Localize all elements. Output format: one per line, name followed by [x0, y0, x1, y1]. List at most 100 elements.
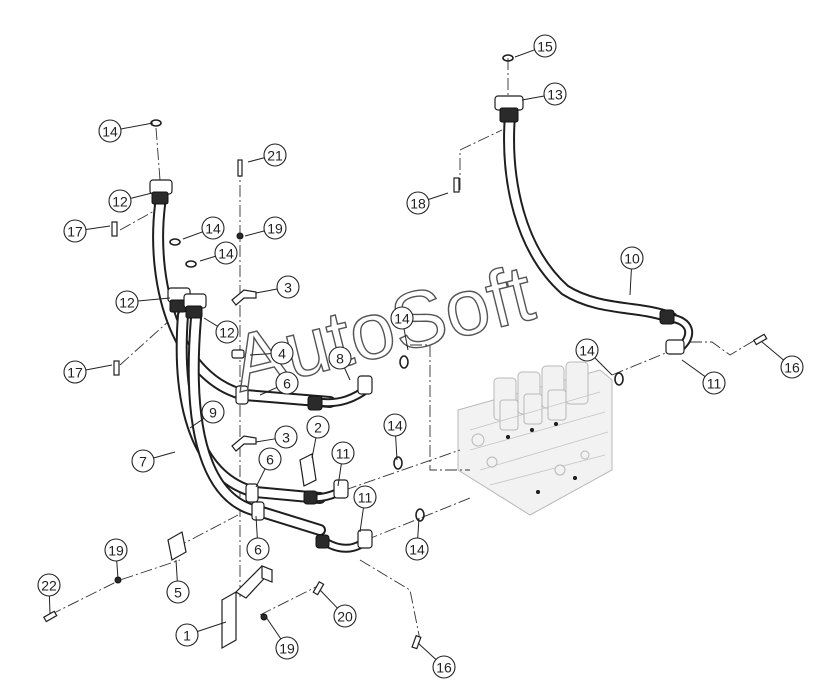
callout-4: 4 — [249, 341, 294, 365]
callout-balloon — [115, 290, 139, 314]
callout-number: 20 — [337, 609, 353, 625]
callout-balloon — [575, 338, 599, 362]
callout-number: 22 — [41, 578, 57, 594]
callout-leader-line — [153, 451, 176, 459]
callout-17: 17 — [63, 360, 113, 384]
callout-balloon — [331, 441, 355, 465]
callout-17: 17 — [63, 219, 111, 243]
callout-balloon — [215, 320, 239, 344]
o-rings — [150, 54, 624, 522]
callout-balloon — [328, 346, 352, 370]
callout-balloon — [263, 216, 287, 240]
callout-balloon — [306, 415, 330, 439]
callout-number: 7 — [139, 454, 147, 470]
callout-balloon — [275, 636, 299, 660]
callout-14: 14 — [405, 517, 429, 561]
callout-balloon — [201, 216, 225, 240]
callout-number: 16 — [436, 660, 452, 676]
callout-12: 12 — [115, 290, 171, 314]
clamps — [167, 289, 317, 561]
callout-number: 12 — [112, 194, 128, 210]
callout-leader-line — [255, 468, 266, 488]
callout-leader-line — [629, 268, 632, 296]
callout-18: 18 — [406, 191, 449, 215]
callout-14: 14 — [199, 241, 238, 265]
callout-leader-line — [761, 341, 784, 361]
callout-11: 11 — [353, 485, 377, 533]
callout-11: 11 — [331, 441, 355, 487]
callout-leader-line — [199, 255, 216, 262]
callout-15: 15 — [514, 34, 557, 58]
callout-leader-line — [255, 515, 258, 539]
callout-number: 3 — [284, 280, 292, 296]
callout-leader-line — [311, 437, 317, 459]
tube-fittings — [303, 309, 694, 553]
callout-number: 19 — [279, 641, 295, 657]
callout-leader-line — [48, 595, 51, 615]
callout-leader-line — [255, 288, 278, 294]
assembly-center-lines — [49, 58, 761, 641]
callout-number: 14 — [394, 311, 410, 327]
callout-number: 14 — [387, 418, 403, 434]
callout-16: 16 — [761, 341, 804, 379]
callout-19: 19 — [265, 616, 299, 660]
callout-leader-line — [175, 559, 178, 582]
callout-19: 19 — [104, 538, 128, 580]
callout-balloon — [390, 306, 414, 330]
callout-number: 14 — [102, 124, 118, 140]
callout-number: 9 — [209, 405, 217, 421]
callout-balloon — [63, 219, 87, 243]
callout-number: 13 — [547, 87, 563, 103]
callout-leader-line — [344, 367, 351, 381]
callout-leader-line — [395, 435, 398, 461]
callout-balloon — [543, 82, 567, 106]
hose-sleeves — [235, 385, 265, 521]
callout-number: 12 — [219, 325, 235, 341]
callout-leader-line — [189, 417, 205, 429]
callout-leader-line — [428, 192, 449, 200]
callout-21: 21 — [247, 143, 287, 167]
callout-number: 6 — [283, 376, 291, 392]
callout-12: 12 — [108, 189, 153, 213]
callout-14: 14 — [383, 413, 407, 461]
callout-leader-line — [137, 297, 171, 302]
callout-number: 15 — [537, 39, 553, 55]
callout-leader-line — [182, 231, 203, 240]
callout-number: 14 — [205, 221, 221, 237]
callout-22: 22 — [37, 573, 61, 615]
callout-leader-line — [681, 359, 706, 377]
callout-14: 14 — [98, 119, 154, 143]
callout-balloon — [201, 400, 225, 424]
callout-number: 2 — [314, 420, 322, 436]
callout-leader-line — [403, 328, 409, 351]
callout-11: 11 — [681, 359, 726, 395]
callout-number: 10 — [624, 251, 640, 267]
callout-leader-line — [120, 122, 154, 130]
callout-number: 6 — [254, 542, 262, 558]
callout-number: 6 — [266, 452, 274, 468]
callout-balloon — [108, 189, 132, 213]
callout-6: 6 — [255, 447, 282, 488]
callout-leader-line — [130, 192, 153, 199]
callout-balloon — [383, 413, 407, 437]
callout-number: 3 — [282, 430, 290, 446]
callout-number: 11 — [358, 490, 373, 506]
callout-leader-line — [244, 230, 265, 237]
callout-balloon — [131, 449, 155, 473]
callout-14: 14 — [182, 216, 225, 240]
callout-number: 21 — [267, 148, 283, 164]
callout-balloon — [702, 371, 726, 395]
callout-balloon — [620, 246, 644, 270]
callout-balloon — [432, 655, 456, 679]
callout-balloon — [104, 538, 128, 562]
callout-5: 5 — [166, 559, 190, 604]
flange-heads — [149, 95, 524, 319]
callout-number: 12 — [119, 295, 135, 311]
callout-balloon — [258, 447, 282, 471]
callout-number: 11 — [707, 376, 722, 392]
callout-leader-line — [259, 387, 278, 396]
callout-balloon — [353, 485, 377, 509]
callout-16: 16 — [417, 642, 456, 679]
